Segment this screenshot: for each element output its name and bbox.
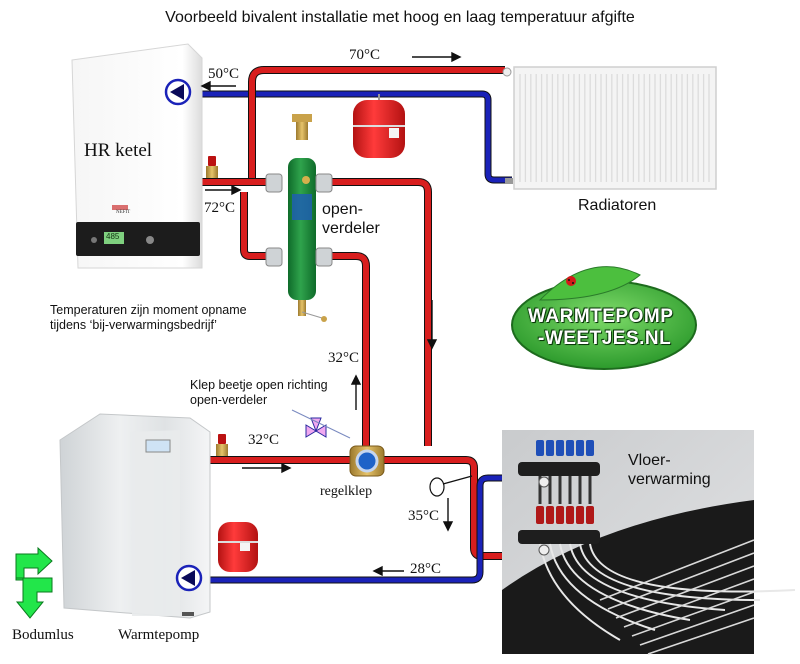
boiler-brand: NEFIT: [116, 210, 131, 215]
manifold-flow-meter: [578, 476, 582, 504]
pipe-separator-return: [240, 192, 272, 260]
radiator-valve-icon: [502, 67, 513, 184]
flow-arrows: [200, 51, 462, 577]
measurement-note: Temperaturen zijn moment opname tijdens …: [50, 303, 247, 333]
regelklep-label: regelklep: [320, 484, 373, 499]
heat-pump-unit: [59, 413, 211, 619]
manifold-red-valve: [586, 506, 594, 524]
measurement-note-line1: Temperaturen zijn moment opname: [50, 303, 247, 317]
manifold-bar-bottom: [518, 530, 600, 544]
floor-heating-label: Vloer- verwarming: [628, 451, 711, 489]
regelklep-valve-icon: [349, 445, 385, 477]
radiator-panel: [513, 66, 717, 190]
logo-line1: WARMTEPOMP: [528, 306, 674, 327]
ground-loop-label: Bodumlus: [12, 627, 74, 643]
heat-pump-label: Warmtepomp: [118, 627, 200, 643]
measurement-note-line2: tijdens ‘bij-verwarmingsbedrijf’: [50, 318, 217, 332]
expansion-vessel-bottom-icon: [218, 522, 258, 572]
heatpump-safety-valve-icon: [216, 434, 228, 456]
floor-pipe-loop: [559, 543, 691, 621]
floor-heating-label-line1: Vloer-: [628, 452, 671, 469]
boiler-display: 485: [106, 232, 120, 241]
heatpump-pump-icon: [175, 564, 203, 592]
valve-note: Klep beetje open richting open-verdeler: [190, 378, 328, 408]
floor-pipe-loop: [589, 543, 796, 593]
manifold-red-valve: [536, 506, 544, 524]
temp-boiler-supply: 72°C: [204, 200, 236, 216]
temp-riser: 32°C: [328, 350, 360, 366]
manifold-red-valve: [546, 506, 554, 524]
manifold-blue-cap: [566, 440, 574, 456]
separator-label-line2: verdeler: [322, 220, 380, 237]
floor-pipe-run: [639, 604, 755, 646]
manifold-flow-meter: [548, 476, 552, 504]
ground-loop-arrows-icon: [15, 546, 53, 619]
floor-pipe-loop: [579, 543, 761, 601]
manifold-bar-top: [518, 462, 600, 476]
manifold-blue-cap: [546, 440, 554, 456]
manifold-flow-meter: [558, 476, 562, 504]
thermometer-icon: [429, 475, 473, 497]
pipes: [200, 66, 512, 584]
boiler-label: HR ketel: [84, 140, 153, 161]
logo-line2: -WEETJES.NL: [538, 328, 672, 349]
floor-pipe-run: [631, 591, 755, 637]
floor-pipe-loop: [569, 543, 726, 611]
logo: [511, 266, 697, 370]
expansion-vessel-top-icon: [353, 94, 405, 158]
floor-pipe-run: [623, 578, 755, 628]
manifold-red-valve: [566, 506, 574, 524]
valve-note-line2: open-verdeler: [190, 393, 268, 407]
temp-heatpump-supply: 32°C: [248, 432, 280, 448]
manifold-red-valve: [576, 506, 584, 524]
valve-callout-line: [291, 409, 351, 439]
boiler-pump-icon: [164, 78, 192, 106]
manifold-gauge: [538, 544, 550, 556]
manifold-blue-cap: [586, 440, 594, 456]
manifold-blue-cap: [576, 440, 584, 456]
manifold-blue-cap: [536, 440, 544, 456]
floor-heating-label-line2: verwarming: [628, 471, 711, 488]
page-title: Voorbeeld bivalent installatie met hoog …: [165, 9, 635, 26]
manifold-gauge: [538, 476, 550, 488]
temp-boiler-return: 50°C: [208, 66, 240, 82]
boiler-safety-valve-icon: [206, 156, 218, 178]
floor-pipe-run: [647, 617, 755, 655]
separator-label: open- verdeler: [322, 200, 380, 238]
floor-pipe-loop: [539, 543, 621, 641]
manifold-flow-meter: [538, 476, 542, 504]
separator-label-line1: open-: [322, 201, 363, 218]
three-way-valve-icon: [305, 417, 327, 438]
floor-pipe-run: [607, 552, 755, 610]
manifold-blue-cap: [556, 440, 564, 456]
hydraulic-separator: [265, 114, 333, 322]
floor-heating-manifold: [502, 430, 796, 655]
manifold-flow-meter: [588, 476, 592, 504]
temp-radiator-supply: 70°C: [349, 47, 381, 63]
manifold-red-valve: [556, 506, 564, 524]
valve-note-line1: Klep beetje open richting: [190, 378, 328, 392]
temp-floor-return: 28°C: [410, 561, 442, 577]
floor-pipe-run: [599, 539, 755, 601]
floor-pipe-run: [615, 565, 755, 619]
temp-floor-supply: 35°C: [408, 508, 440, 524]
manifold-flow-meter: [568, 476, 572, 504]
radiator: [513, 66, 717, 190]
radiators-label: Radiatoren: [578, 197, 657, 214]
